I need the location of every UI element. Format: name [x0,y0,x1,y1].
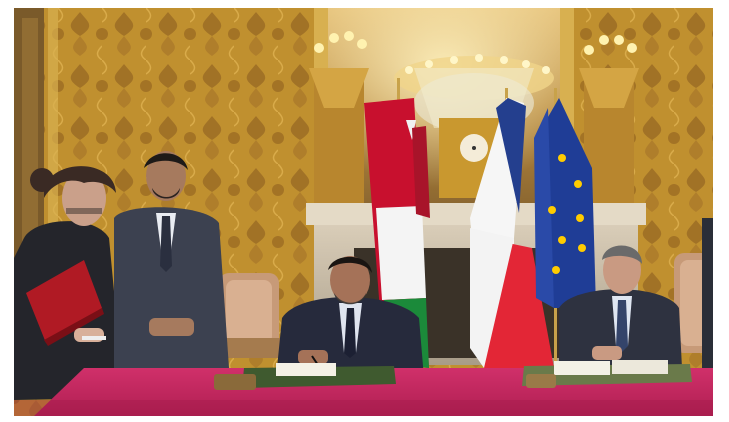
eu-flag [534,88,596,368]
candelabra-right [579,35,639,208]
signing-folder-right [522,360,692,388]
red-folder [26,260,106,346]
photo-scene [14,8,713,416]
seated-man-right [559,245,682,368]
seated-man-signing [276,256,424,378]
signing-folder-center [214,363,396,390]
candelabra-left [309,31,369,208]
person-edge-right [702,218,713,368]
france-flag [470,88,554,368]
armchair-left [214,273,284,358]
photo [14,8,713,416]
oman-flag-small [412,126,430,218]
